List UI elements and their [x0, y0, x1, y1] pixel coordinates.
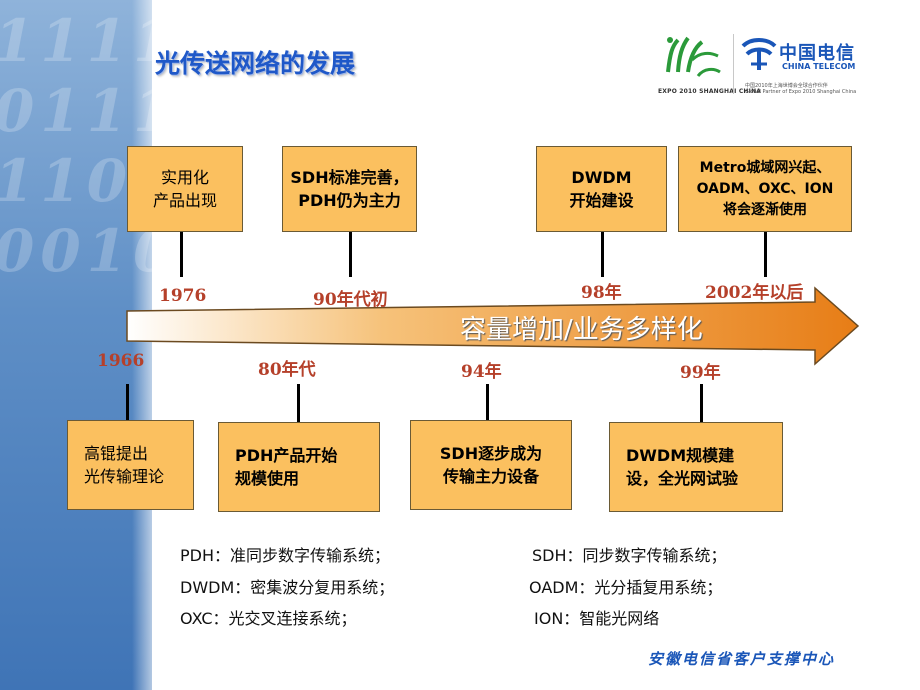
milestone-text: PDH仍为主力 — [298, 191, 401, 210]
year-label: 98年 — [581, 283, 622, 303]
milestone-text: Metro城域网兴起、 — [699, 159, 831, 176]
partner-en: Global Partner of Expo 2010 Shanghai Chi… — [745, 89, 857, 95]
milestone-box-top-2: SDH标准完善， PDH仍为主力 — [282, 146, 417, 232]
connector-line — [297, 384, 300, 422]
timeline-arrow — [126, 286, 860, 366]
milestone-text: OADM、OXC、ION — [696, 180, 834, 197]
milestone-box-top-4: Metro城域网兴起、 OADM、OXC、ION 将会逐渐使用 — [678, 146, 852, 232]
milestone-text: PDH产品开始 — [235, 446, 338, 465]
china-telecom-en: CHINA TELECOM — [782, 62, 856, 71]
milestone-box-bottom-2: PDH产品开始 规模使用 — [218, 422, 380, 512]
china-telecom-logo-icon — [741, 38, 777, 70]
glossary-entry: OXC：光交叉连接系统； — [180, 609, 357, 628]
page-title: 光传送网络的发展 — [155, 49, 356, 78]
milestone-text: SDH标准完善， — [290, 168, 409, 187]
year-label: 94年 — [461, 362, 502, 382]
connector-line — [486, 384, 489, 420]
logo-divider — [733, 34, 734, 94]
milestone-text: 传输主力设备 — [442, 467, 539, 486]
milestone-text: DWDM — [571, 168, 632, 187]
partner-cn: 中国2010年上海世博会全球合作伙伴 — [745, 83, 828, 89]
milestone-text: DWDM规模建 — [626, 446, 735, 465]
milestone-box-bottom-3: SDH逐步成为 传输主力设备 — [410, 420, 572, 510]
connector-line — [764, 232, 767, 277]
year-label: 2002年以后 — [705, 283, 804, 303]
glossary-entry: OADM：光分插复用系统； — [529, 578, 723, 597]
milestone-box-top-1: 实用化 产品出现 — [127, 146, 243, 232]
connector-line — [180, 232, 183, 277]
logo-area: EXPO 2010 SHANGHAI CHINA 中国电信 CHINA TELE… — [655, 30, 885, 100]
year-label: 99年 — [680, 363, 721, 383]
milestone-text: 将会逐渐使用 — [723, 201, 807, 218]
china-telecom-cn: 中国电信 — [779, 43, 855, 64]
milestone-box-top-3: DWDM 开始建设 — [536, 146, 667, 232]
year-label: 90年代初 — [313, 290, 388, 310]
milestone-text: 规模使用 — [235, 469, 300, 488]
glossary-entry: DWDM：密集波分复用系统； — [180, 578, 395, 597]
connector-line — [601, 232, 604, 277]
connector-line — [126, 384, 129, 420]
year-label: 1966 — [97, 351, 145, 371]
glossary-entry: PDH：准同步数字传输系统； — [180, 546, 391, 565]
milestone-box-bottom-4: DWDM规模建 设，全光网试验 — [609, 422, 783, 512]
year-label: 80年代 — [258, 360, 316, 380]
expo-2010-logo — [666, 36, 721, 77]
milestone-text: 设，全光网试验 — [626, 469, 739, 488]
arrow-label: 容量增加/业务多样化 — [460, 315, 703, 345]
milestone-text: 高锟提出 — [84, 444, 149, 463]
milestone-text: 光传输理论 — [84, 467, 165, 486]
year-label: 1976 — [159, 286, 207, 306]
milestone-text: 产品出现 — [152, 191, 217, 210]
glossary-entry: ION：智能光网络 — [534, 609, 660, 628]
expo-brand-text: EXPO 2010 SHANGHAI CHINA — [658, 88, 762, 95]
glossary-entry: SDH：同步数字传输系统； — [532, 546, 727, 565]
connector-line — [349, 232, 352, 277]
milestone-text: 实用化 — [160, 168, 209, 187]
footer-org-name: 安徽电信省客户支撑中心 — [648, 650, 836, 668]
connector-line — [700, 384, 703, 422]
milestone-text: SDH逐步成为 — [439, 444, 543, 463]
milestone-box-bottom-1: 高锟提出 光传输理论 — [67, 420, 194, 510]
milestone-text: 开始建设 — [569, 191, 634, 210]
